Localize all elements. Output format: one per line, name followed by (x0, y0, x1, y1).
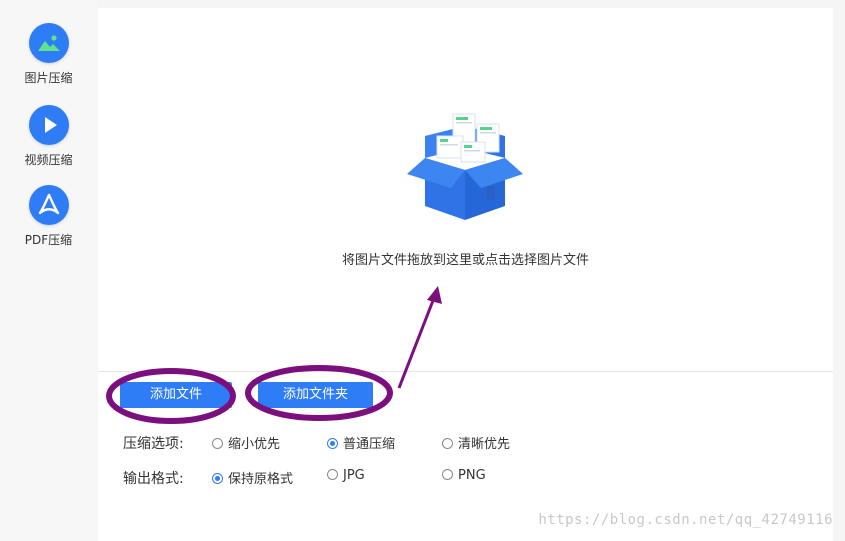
radio-compress-normal[interactable]: 普通压缩 (327, 433, 395, 452)
radio-format-original[interactable]: 保持原格式 (212, 468, 293, 487)
radio-circle[interactable] (442, 469, 453, 480)
compress-options-label: 压缩选项: (123, 436, 184, 452)
radio-format-jpg[interactable]: JPG (327, 468, 365, 483)
drop-zone-instruction: 将图片文件拖放到这里或点击选择图片文件 (341, 253, 589, 268)
radio-compress-smaller[interactable]: 缩小优先 (212, 433, 280, 452)
radio-compress-clear[interactable]: 清晰优先 (442, 433, 510, 452)
radio-label: 保持原格式 (228, 472, 294, 487)
sidebar-item-video-compress[interactable]: 视频压缩 (0, 105, 97, 167)
add-file-button[interactable]: 添加文件 (120, 382, 232, 408)
sidebar: 图片压缩 视频压缩 PDF压缩 (0, 0, 97, 541)
watermark: https://blog.csdn.net/qq_42749116 (538, 512, 833, 528)
pdf-icon (28, 185, 69, 225)
divider (98, 371, 833, 372)
radio-circle[interactable] (327, 469, 338, 480)
main-panel: 将图片文件拖放到这里或点击选择图片文件 添加文件 添加文件夹 压缩选项: 缩小优… (98, 8, 833, 541)
radio-circle[interactable] (212, 438, 223, 449)
add-folder-button[interactable]: 添加文件夹 (258, 382, 373, 408)
radio-label: JPG (343, 468, 365, 483)
radio-label: 普通压缩 (343, 437, 396, 452)
open-box-icon (407, 113, 523, 220)
radio-circle[interactable] (442, 438, 453, 449)
sidebar-item-image-compress[interactable]: 图片压缩 (0, 23, 97, 85)
radio-label: 缩小优先 (228, 437, 281, 452)
radio-label: PNG (458, 468, 486, 483)
play-icon (28, 105, 69, 145)
file-drop-zone[interactable]: 将图片文件拖放到这里或点击选择图片文件 (98, 8, 833, 371)
radio-circle[interactable] (327, 438, 338, 449)
output-format-label: 输出格式: (123, 471, 184, 487)
radio-format-png[interactable]: PNG (442, 468, 486, 483)
radio-circle[interactable] (212, 473, 223, 484)
sidebar-item-label: PDF压缩 (24, 233, 73, 247)
sidebar-item-pdf-compress[interactable]: PDF压缩 (0, 185, 97, 247)
sidebar-item-label: 视频压缩 (24, 153, 73, 167)
image-icon (28, 23, 69, 63)
sidebar-item-label: 图片压缩 (24, 71, 73, 85)
radio-label: 清晰优先 (458, 437, 511, 452)
